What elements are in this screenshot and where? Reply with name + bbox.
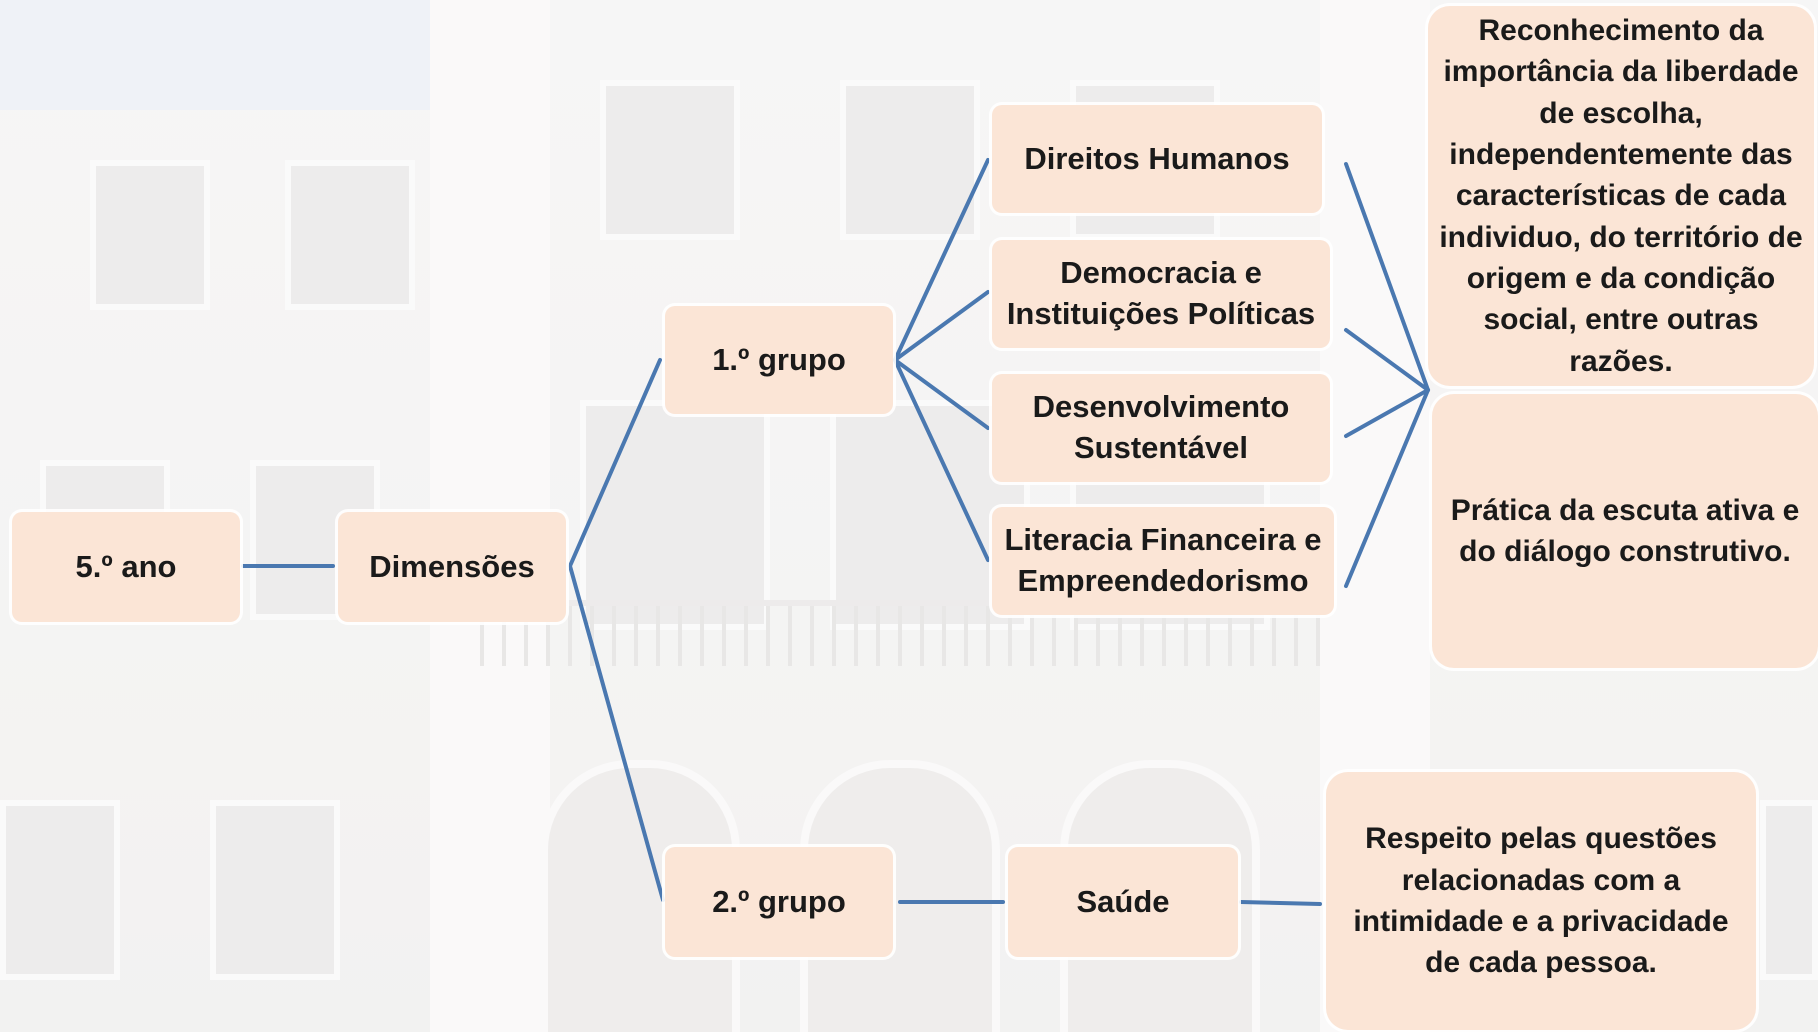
- node-saude: Saúde: [1008, 847, 1238, 957]
- node-reconhecimento-label: Reconhecimento da importância da liberda…: [1439, 13, 1803, 378]
- connector-desenvolvimento-hub: [1344, 388, 1430, 438]
- connector-democracia-hub: [1344, 328, 1430, 392]
- node-5-ano: 5.º ano: [12, 512, 240, 622]
- node-reconhecimento: Reconhecimento da importância da liberda…: [1428, 6, 1814, 386]
- connector-literacia-hub: [1344, 388, 1430, 588]
- node-2-grupo-label: 2.º grupo: [712, 883, 846, 919]
- node-direitos-humanos-label: Direitos Humanos: [1024, 140, 1290, 176]
- node-1-grupo-label: 1.º grupo: [712, 341, 846, 377]
- node-democracia-label: Democracia e Instituições Políticas: [1006, 255, 1316, 331]
- connector-grupo1-desenvolvimento: [893, 358, 990, 430]
- connector-dimensoes-grupo1: [568, 358, 662, 568]
- connector-grupo1-democracia: [893, 290, 990, 362]
- node-desenvolvimento-sustentavel-label: Desenvolvimento Sustentável: [1032, 389, 1290, 465]
- node-desenvolvimento-sustentavel: Desenvolvimento Sustentável: [992, 374, 1330, 482]
- node-2-grupo: 2.º grupo: [665, 847, 893, 957]
- node-1-grupo: 1.º grupo: [665, 306, 893, 414]
- node-dimensoes-label: Dimensões: [369, 548, 535, 584]
- node-pratica-escuta-label: Prática da escuta ativa e do diálogo con…: [1450, 493, 1800, 568]
- node-literacia-financeira-label: Literacia Financeira e Empreendedorismo: [1004, 522, 1322, 598]
- connector-direitos-hub: [1344, 162, 1430, 392]
- node-5-ano-label: 5.º ano: [75, 548, 177, 584]
- node-respeito-label: Respeito pelas questões relacionadas com…: [1353, 822, 1729, 980]
- connector-dimensoes-grupo2: [568, 564, 665, 902]
- connector-saude-respeito: [1239, 900, 1322, 906]
- node-literacia-financeira: Literacia Financeira e Empreendedorismo: [992, 507, 1334, 615]
- node-democracia: Democracia e Instituições Políticas: [992, 240, 1330, 348]
- node-saude-label: Saúde: [1076, 883, 1170, 919]
- node-pratica-escuta: Prática da escuta ativa e do diálogo con…: [1432, 394, 1818, 668]
- node-respeito: Respeito pelas questões relacionadas com…: [1326, 772, 1756, 1030]
- node-direitos-humanos: Direitos Humanos: [992, 105, 1322, 213]
- node-dimensoes: Dimensões: [338, 512, 566, 622]
- connector-grupo1-literacia: [893, 358, 990, 562]
- connector-grupo1-direitos: [893, 158, 990, 362]
